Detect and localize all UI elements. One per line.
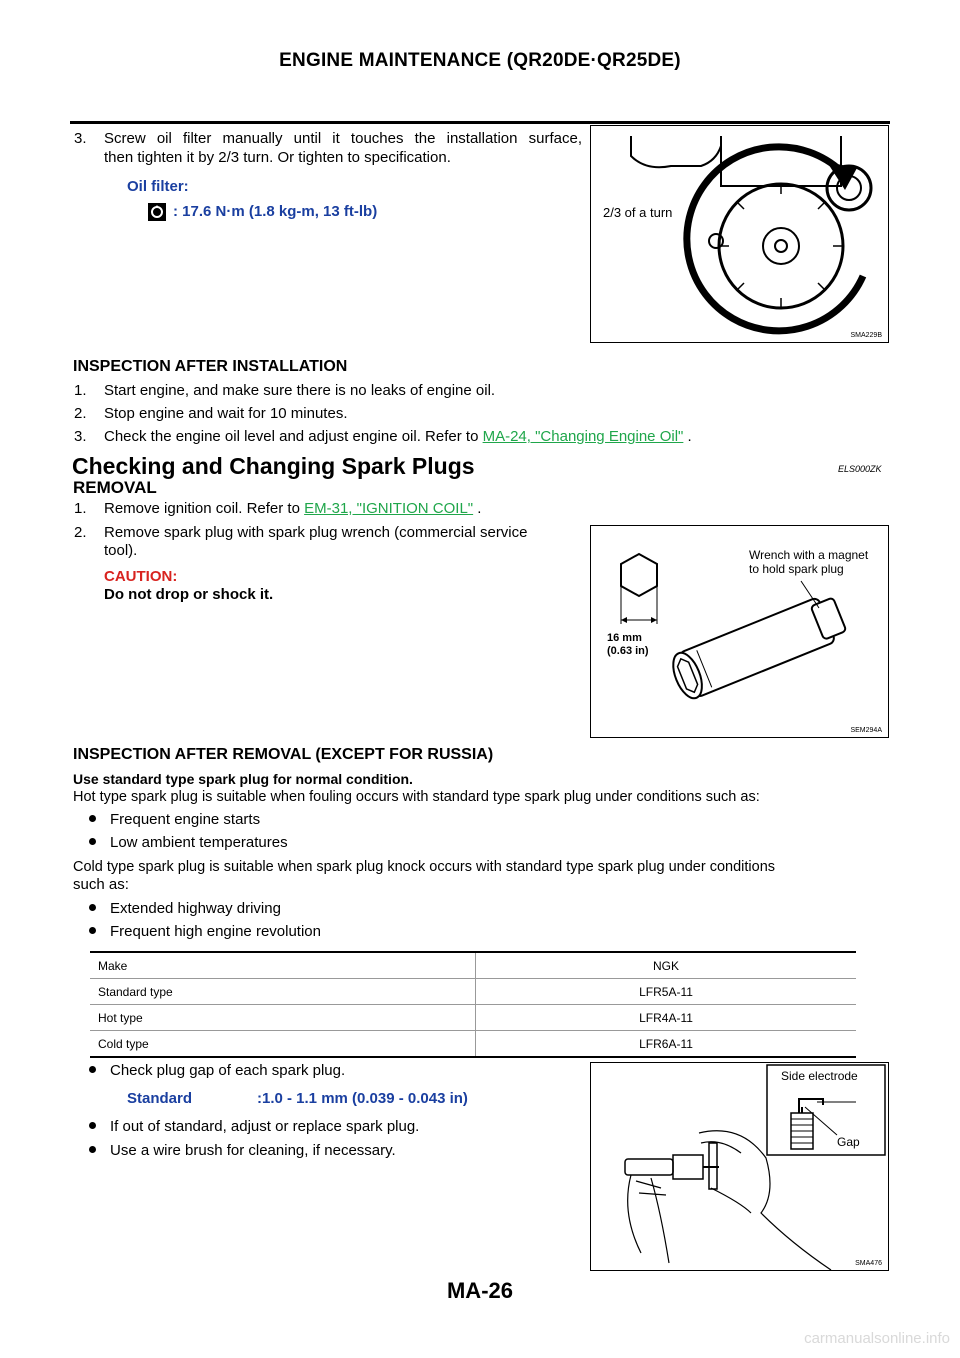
oil-filter-torque-value: : 17.6 N·m (1.8 kg-m, 13 ft-lb) (173, 203, 378, 220)
changing-engine-oil-link[interactable]: MA-24, "Changing Engine Oil" (482, 428, 684, 445)
step3-line2: then tighten it by 2/3 turn. Or tighten … (104, 149, 451, 166)
table-cell: Standard type (90, 978, 476, 1005)
figure3-side-electrode-label: Side electrode (781, 1069, 858, 1083)
bullet-icon (89, 838, 96, 845)
caution-text: Do not drop or shock it. (104, 586, 274, 603)
removal-step1-text: Remove ignition coil. Refer to (104, 500, 300, 517)
step3-number: 3. (74, 130, 87, 147)
page-number: MA-26 (446, 1278, 513, 1303)
cold-type-text-line2: such as: (73, 876, 129, 893)
step3-line1: Screw oil filter manually until it touch… (104, 130, 582, 147)
table-cell: NGK (475, 951, 856, 979)
install-item3-num: 3. (74, 428, 87, 445)
removal-heading: REMOVAL (73, 478, 157, 497)
page-header-title: ENGINE MAINTENANCE (QR20DE·QR25DE) (279, 50, 681, 71)
ignition-coil-link[interactable]: EM-31, "IGNITION COIL" (304, 500, 474, 517)
removal-step2-line2: tool). (104, 542, 138, 559)
install-item3-text: Check the engine oil level and adjust en… (104, 428, 479, 445)
spark-plug-section-title: Checking and Changing Spark Plugs (72, 453, 475, 479)
caution-label: CAUTION: (104, 568, 178, 585)
removal-step1-num: 1. (74, 500, 87, 517)
bullet-icon (89, 1122, 96, 1129)
figure1-caption: 2/3 of a turn (603, 205, 673, 220)
hot-type-text: Hot type spark plug is suitable when fou… (73, 789, 760, 805)
section-code: ELS000ZK (838, 464, 882, 474)
spark-plug-wrench-figure: Wrench with a magnet to hold spark plug … (590, 525, 889, 738)
figure3-code: SMA476 (855, 1260, 882, 1267)
gap-bullet-1: Check plug gap of each spark plug. (89, 1062, 345, 1080)
removal-step2-line1: Remove spark plug with spark plug wrench… (104, 524, 528, 541)
removal-step1-tail: . (477, 500, 482, 517)
install-item2-text: Stop engine and wait for 10 minutes. (104, 405, 348, 422)
gap-bullet-2: If out of standard, adjust or replace sp… (89, 1118, 419, 1136)
gap-bullet-3: Use a wire brush for cleaning, if necess… (89, 1142, 396, 1160)
inspection-after-removal-heading: INSPECTION AFTER REMOVAL (EXCEPT FOR RUS… (73, 746, 494, 763)
figure2-size-mm: 16 mm (607, 632, 642, 644)
cold-bullet-2: Frequent high engine revolution (89, 923, 321, 941)
install-item3-line: Check the engine oil level and adjust en… (104, 428, 692, 446)
standard-type-note: Use standard type spark plug for normal … (73, 771, 413, 787)
removal-step2-num: 2. (74, 524, 87, 541)
spark-plug-gap-figure: Side electrode Gap SMA476 (590, 1062, 889, 1271)
torque-wrench-icon (148, 203, 166, 221)
install-item2-num: 2. (74, 405, 87, 422)
figure3-gap-label: Gap (837, 1135, 860, 1149)
watermark: carmanualsonline.info (804, 1330, 950, 1347)
bullet-icon (89, 927, 96, 934)
cold-type-text-line1: Cold type spark plug is suitable when sp… (73, 859, 776, 875)
bullet-icon (89, 1146, 96, 1153)
figure2-label-line1: Wrench with a magnet (749, 548, 869, 562)
hot-bullet-2: Low ambient temperatures (89, 834, 288, 852)
bullet-icon (89, 1066, 96, 1073)
table-cell: LFR5A-11 (475, 978, 856, 1005)
oil-filter-spec-label: Oil filter: (127, 178, 189, 195)
oil-filter-figure: 2/3 of a turn SMA229B (590, 125, 889, 343)
hot-bullet-1: Frequent engine starts (89, 811, 260, 829)
figure2-label-line2: to hold spark plug (749, 562, 844, 576)
table-cell: Hot type (90, 1004, 476, 1031)
figure1-code: SMA229B (850, 332, 882, 339)
header-rule (70, 121, 890, 124)
removal-step1-line: Remove ignition coil. Refer to EM-31, "I… (104, 500, 481, 518)
inspection-after-installation-heading: INSPECTION AFTER INSTALLATION (73, 358, 348, 375)
bullet-icon (89, 815, 96, 822)
table-cell: Cold type (90, 1030, 476, 1058)
table-cell: LFR6A-11 (475, 1030, 856, 1058)
table-cell: Make (90, 951, 476, 979)
figure2-size-in: (0.63 in) (607, 645, 649, 657)
cold-bullet-1: Extended highway driving (89, 900, 281, 918)
bullet-icon (89, 904, 96, 911)
table-cell: LFR4A-11 (475, 1004, 856, 1031)
figure2-code: SEM294A (850, 727, 882, 734)
gap-standard-value: :1.0 - 1.1 mm (0.039 - 0.043 in) (257, 1090, 468, 1107)
install-item1-num: 1. (74, 382, 87, 399)
install-item1-text: Start engine, and make sure there is no … (104, 382, 496, 399)
install-item3-tail: . (687, 428, 692, 445)
gap-standard-label: Standard (127, 1090, 193, 1107)
